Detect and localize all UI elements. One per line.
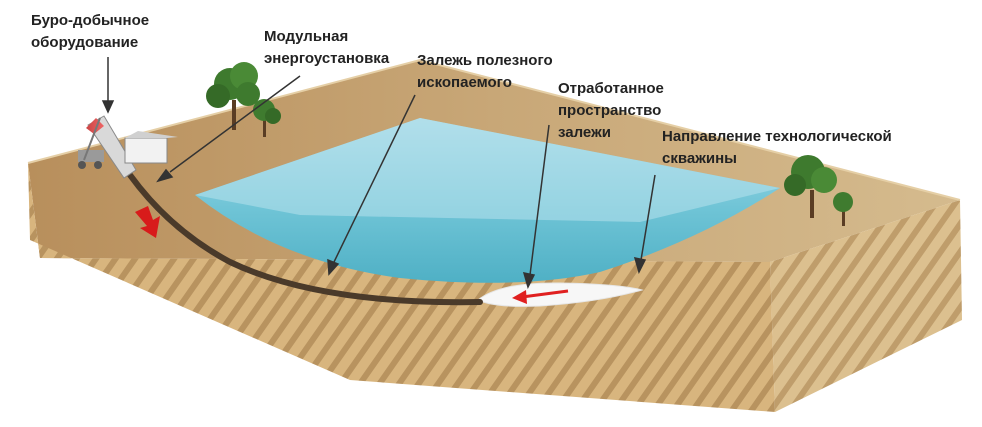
drilling-direction-arrow xyxy=(135,206,160,238)
label-direction-line-1: Направление технологической xyxy=(662,128,892,145)
pointer-mined xyxy=(529,124,550,276)
label-well-direction: Направление технологической скважины xyxy=(662,126,892,170)
label-mined-line-1: Отработанное xyxy=(558,80,664,97)
tree-right-large xyxy=(784,155,837,218)
pointer-direction xyxy=(640,174,656,261)
label-power-line-2: энергоустановка xyxy=(264,50,390,67)
label-power-line-1: Модульная xyxy=(264,28,349,45)
label-deposit: Залежь полезного ископаемого xyxy=(417,50,553,94)
label-mined-space: Отработанное пространство залежи xyxy=(558,78,664,144)
ground-right-face xyxy=(770,200,962,412)
deposit-surface-shade xyxy=(195,118,780,222)
flow-arrow xyxy=(512,289,569,304)
tree-left-small xyxy=(253,99,281,137)
ground-edge xyxy=(27,58,961,201)
ground-front-face xyxy=(28,163,775,412)
pointer-deposit xyxy=(333,94,416,263)
tree-right-small xyxy=(833,192,853,226)
tree-left-large xyxy=(206,62,260,130)
label-mined-line-3: залежи xyxy=(558,124,611,141)
label-drilling-line-2: оборудование xyxy=(31,34,139,51)
label-deposit-line-2: ископаемого xyxy=(417,74,512,91)
label-power-unit: Модульная энергоустановка xyxy=(264,26,389,70)
technological-well xyxy=(127,172,483,306)
pointer-energy xyxy=(169,75,301,173)
label-direction-line-2: скважины xyxy=(662,150,737,167)
drilling-rig xyxy=(78,115,178,179)
label-deposit-line-1: Залежь полезного xyxy=(417,52,553,69)
label-drilling-equipment: Буро-добычное оборудование xyxy=(31,10,149,54)
label-mined-line-2: пространство xyxy=(558,102,662,119)
label-drilling-line-1: Буро-добычное xyxy=(31,12,150,29)
callout-pointers xyxy=(101,57,656,290)
